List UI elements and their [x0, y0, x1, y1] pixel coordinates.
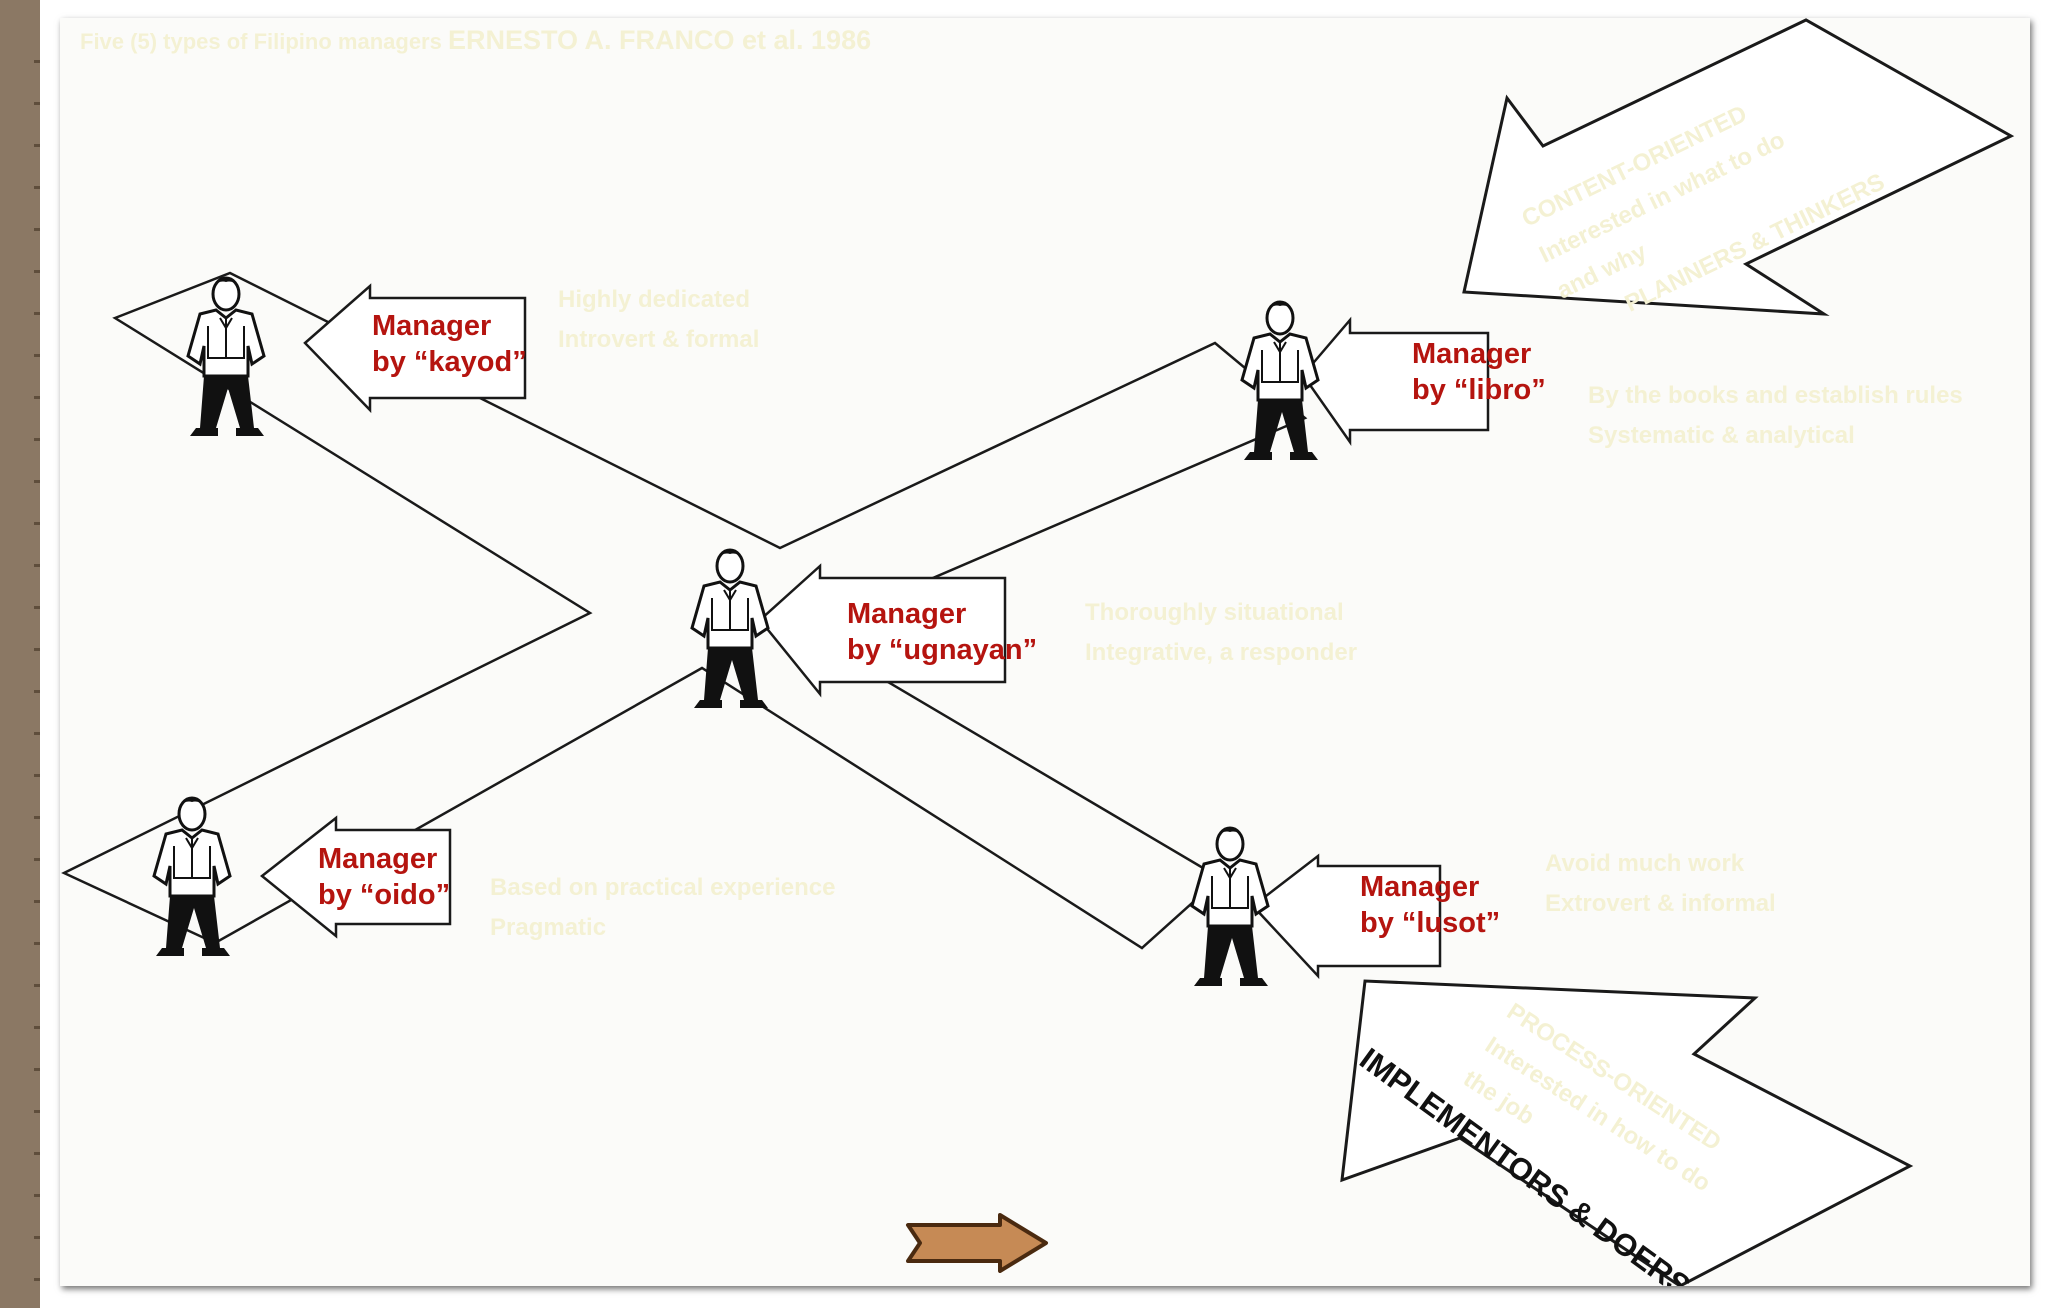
strip-tick [34, 564, 40, 567]
desc-libro: By the books and establish rules Systema… [1588, 376, 1963, 456]
strip-tick [34, 858, 40, 861]
desc-ugnayan-2: Integrative, a responder [1085, 639, 1358, 666]
label-lusot-line2: by “lusot” [1360, 907, 1501, 939]
strip-tick [34, 438, 40, 441]
oido-label-arrow [259, 815, 452, 939]
manager-figure-ugnayan [690, 548, 770, 710]
manager-figure-kayod [186, 276, 266, 438]
desc-kayod: Highly dedicated Introvert & formal [558, 280, 759, 360]
slide-title-author: ERNESTO A. FRANCO et al. 1986 [447, 25, 872, 55]
label-oido-line1: Manager [318, 843, 438, 875]
desc-oido-1: Based on practical experience [490, 874, 836, 901]
slide-title: Five (5) types of Filipino managers ERNE… [80, 26, 871, 56]
lusot-label-arrow [1251, 853, 1442, 980]
desc-libro-1: By the books and establish rules [1588, 382, 1963, 409]
strip-tick [34, 270, 40, 273]
desc-ugnayan: Thoroughly situational Integrative, a re… [1085, 593, 1357, 673]
slide: Five (5) types of Filipino managers ERNE… [60, 18, 2030, 1286]
desc-libro-2: Systematic & analytical [1588, 422, 1855, 449]
manager-figure-libro [1240, 300, 1320, 462]
kayod-label-arrow [303, 283, 527, 414]
label-kayod-line1: Manager [372, 310, 492, 342]
strip-tick [34, 228, 40, 231]
strip-tick [34, 312, 40, 315]
label-libro-line2: by “libro” [1412, 374, 1546, 406]
strip-tick [34, 480, 40, 483]
desc-lusot-2: Extrovert & informal [1545, 890, 1776, 917]
desc-kayod-2: Introvert & formal [558, 326, 760, 353]
label-oido-line2: by “oido” [318, 879, 451, 911]
label-libro: Manager by “libro” [1412, 336, 1546, 408]
label-lusot-line1: Manager [1360, 871, 1480, 903]
desc-ugnayan-1: Thoroughly situational [1085, 599, 1344, 626]
next-arrow-icon[interactable] [900, 1213, 1050, 1273]
strip-tick [34, 1194, 40, 1197]
manager-figure-lusot [1190, 826, 1270, 988]
label-ugnayan-line2: by “ugnayan” [847, 634, 1038, 666]
desc-lusot: Avoid much work Extrovert & informal [1545, 844, 1776, 924]
label-kayod: Manager by “kayod” [372, 308, 527, 380]
strip-tick [34, 984, 40, 987]
strip-tick [34, 774, 40, 777]
label-ugnayan: Manager by “ugnayan” [847, 596, 1037, 668]
libro-label-arrow [1301, 316, 1490, 446]
strip-tick [34, 690, 40, 693]
desc-kayod-1: Highly dedicated [558, 286, 751, 313]
strip-tick [34, 60, 40, 63]
label-oido: Manager by “oido” [318, 841, 450, 913]
label-libro-line1: Manager [1412, 338, 1532, 370]
label-kayod-line2: by “kayod” [372, 346, 527, 378]
label-lusot: Manager by “lusot” [1360, 869, 1500, 941]
label-ugnayan-line1: Manager [847, 598, 967, 630]
strip-tick [34, 648, 40, 651]
strip-tick [34, 1278, 40, 1281]
strip-tick [34, 942, 40, 945]
desc-oido-2: Pragmatic [490, 914, 607, 941]
strip-tick [34, 354, 40, 357]
manager-types-diagram [61, 18, 2015, 1286]
slide-title-prefix: Five (5) types of Filipino managers [80, 29, 442, 54]
strip-tick [34, 606, 40, 609]
strip-tick [34, 144, 40, 147]
strip-tick [34, 732, 40, 735]
strip-tick [34, 1068, 40, 1071]
desc-lusot-1: Avoid much work [1545, 850, 1745, 877]
strip-tick [34, 186, 40, 189]
strip-tick [34, 396, 40, 399]
strip-tick [34, 1236, 40, 1239]
strip-tick [34, 900, 40, 903]
left-border-strip [0, 0, 40, 1308]
strip-tick [34, 1152, 40, 1155]
strip-tick [34, 102, 40, 105]
desc-oido: Based on practical experience Pragmatic [490, 868, 836, 948]
strip-tick [34, 522, 40, 525]
strip-tick [34, 1026, 40, 1029]
process-oriented-big-arrow [1340, 979, 1914, 1286]
strip-tick [34, 816, 40, 819]
strip-tick [34, 1110, 40, 1113]
ugnayan-label-arrow [758, 563, 1007, 698]
content-oriented-big-arrow [1462, 18, 2015, 316]
